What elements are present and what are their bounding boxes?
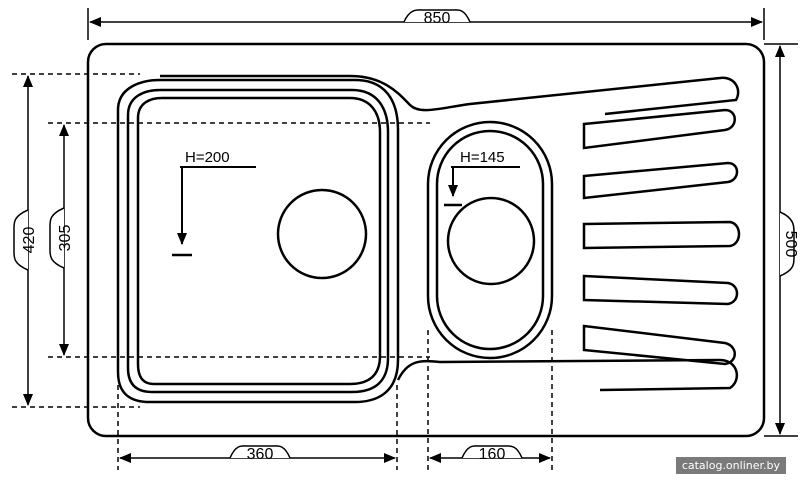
drainer-grooves [582,108,741,366]
groove [582,324,736,366]
main-bowl-basin [136,96,382,386]
main-bowl-rim [160,74,740,116]
bowl-bridge-lower [396,358,739,392]
main-depth-label: H=200 [185,149,230,166]
dimension-label-total-width: 850 [424,10,451,27]
dimension-label-total-depth: 500 [782,231,799,258]
groove [582,274,739,306]
groove [582,108,736,150]
groove [582,220,741,250]
dimension-label-bowl-depth-outer: 420 [21,227,38,254]
dimension-label-main-bowl-width: 360 [247,446,274,463]
dimension-label-bowl-depth-inner: 305 [57,225,74,252]
groove [582,161,739,200]
main-bowl-outer [116,78,400,404]
small-bowl-inner [435,129,545,351]
small-depth-label: H=145 [460,149,505,166]
main-depth-marker [172,166,256,257]
watermark: catalog.onliner.by [675,457,786,474]
sink-outline [86,42,766,438]
small-depth-marker [444,166,520,207]
dimension-label-small-bowl-width: 160 [479,446,506,463]
small-bowl-outer [426,120,554,360]
extension-lines-solid [87,8,798,437]
main-drain [276,188,368,280]
small-drain [446,196,536,286]
main-bowl-inner [126,88,390,394]
extension-lines [12,73,553,470]
